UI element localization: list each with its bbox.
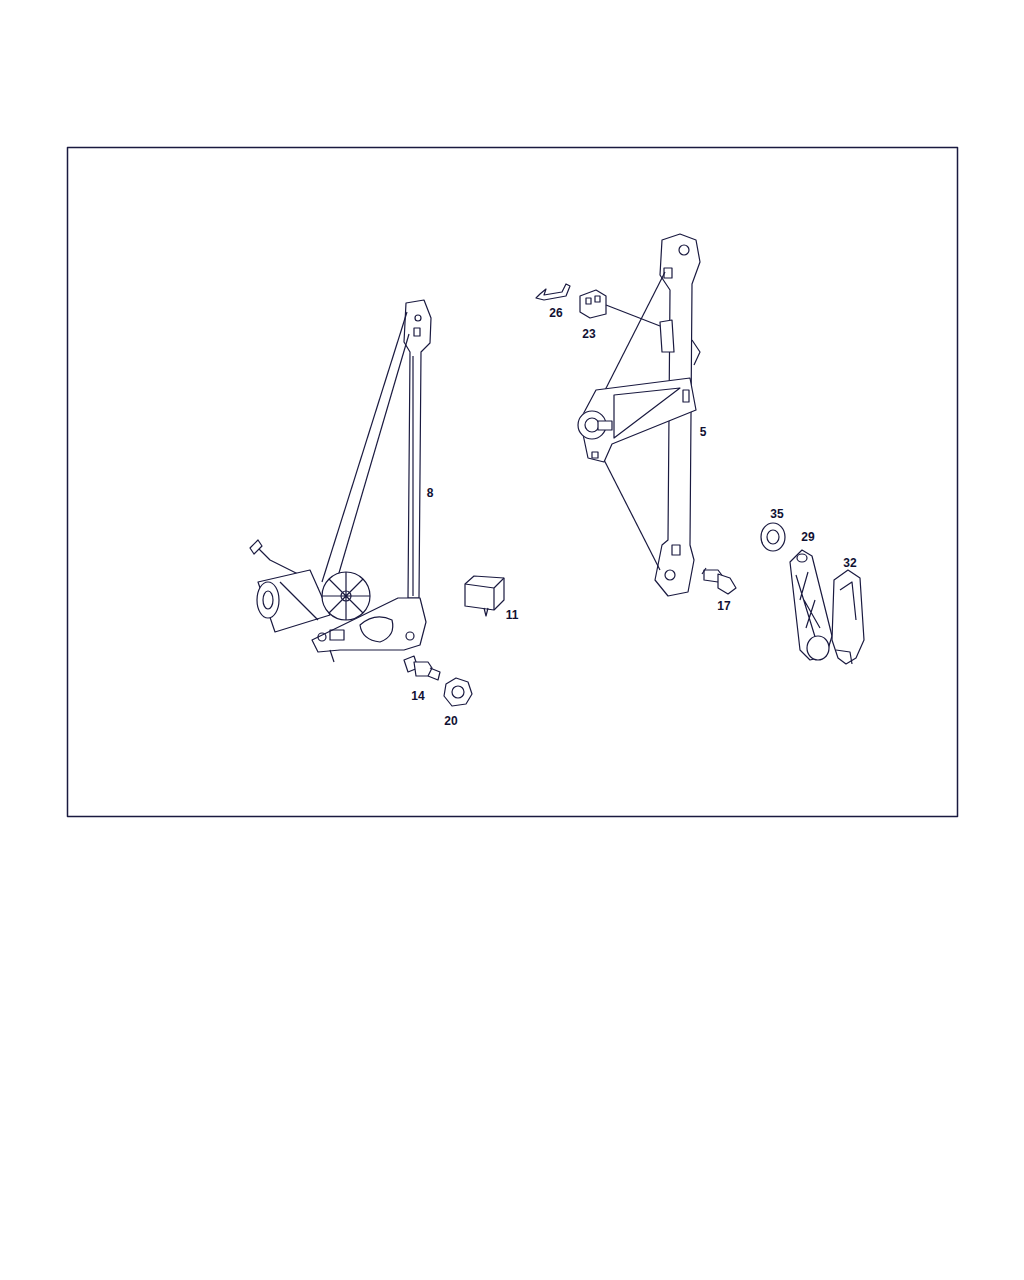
callout-number: 26 xyxy=(548,306,563,320)
bolt-part xyxy=(702,568,736,594)
frame xyxy=(68,148,958,817)
callout-number: 11 xyxy=(505,608,520,622)
callout-number: 23 xyxy=(581,327,596,341)
nut-part xyxy=(444,678,472,706)
crank-handle-part xyxy=(790,550,832,660)
callout-number: 17 xyxy=(716,599,731,613)
electric-window-regulator xyxy=(250,300,431,662)
callout-number: 14 xyxy=(410,689,425,703)
callout-number: 35 xyxy=(769,507,784,521)
callout-number: 32 xyxy=(842,556,857,570)
pad-part xyxy=(465,576,504,616)
stud-bolt-part xyxy=(404,656,440,680)
callout-number: 20 xyxy=(443,714,458,728)
callout-number: 5 xyxy=(699,425,708,439)
guide-block-part xyxy=(580,290,660,326)
clip-part xyxy=(536,284,570,300)
manual-window-regulator xyxy=(578,234,700,596)
callout-number: 8 xyxy=(426,486,435,500)
callout-number: 29 xyxy=(800,530,815,544)
washer-part xyxy=(761,523,785,551)
handle-cover-part xyxy=(832,570,864,664)
